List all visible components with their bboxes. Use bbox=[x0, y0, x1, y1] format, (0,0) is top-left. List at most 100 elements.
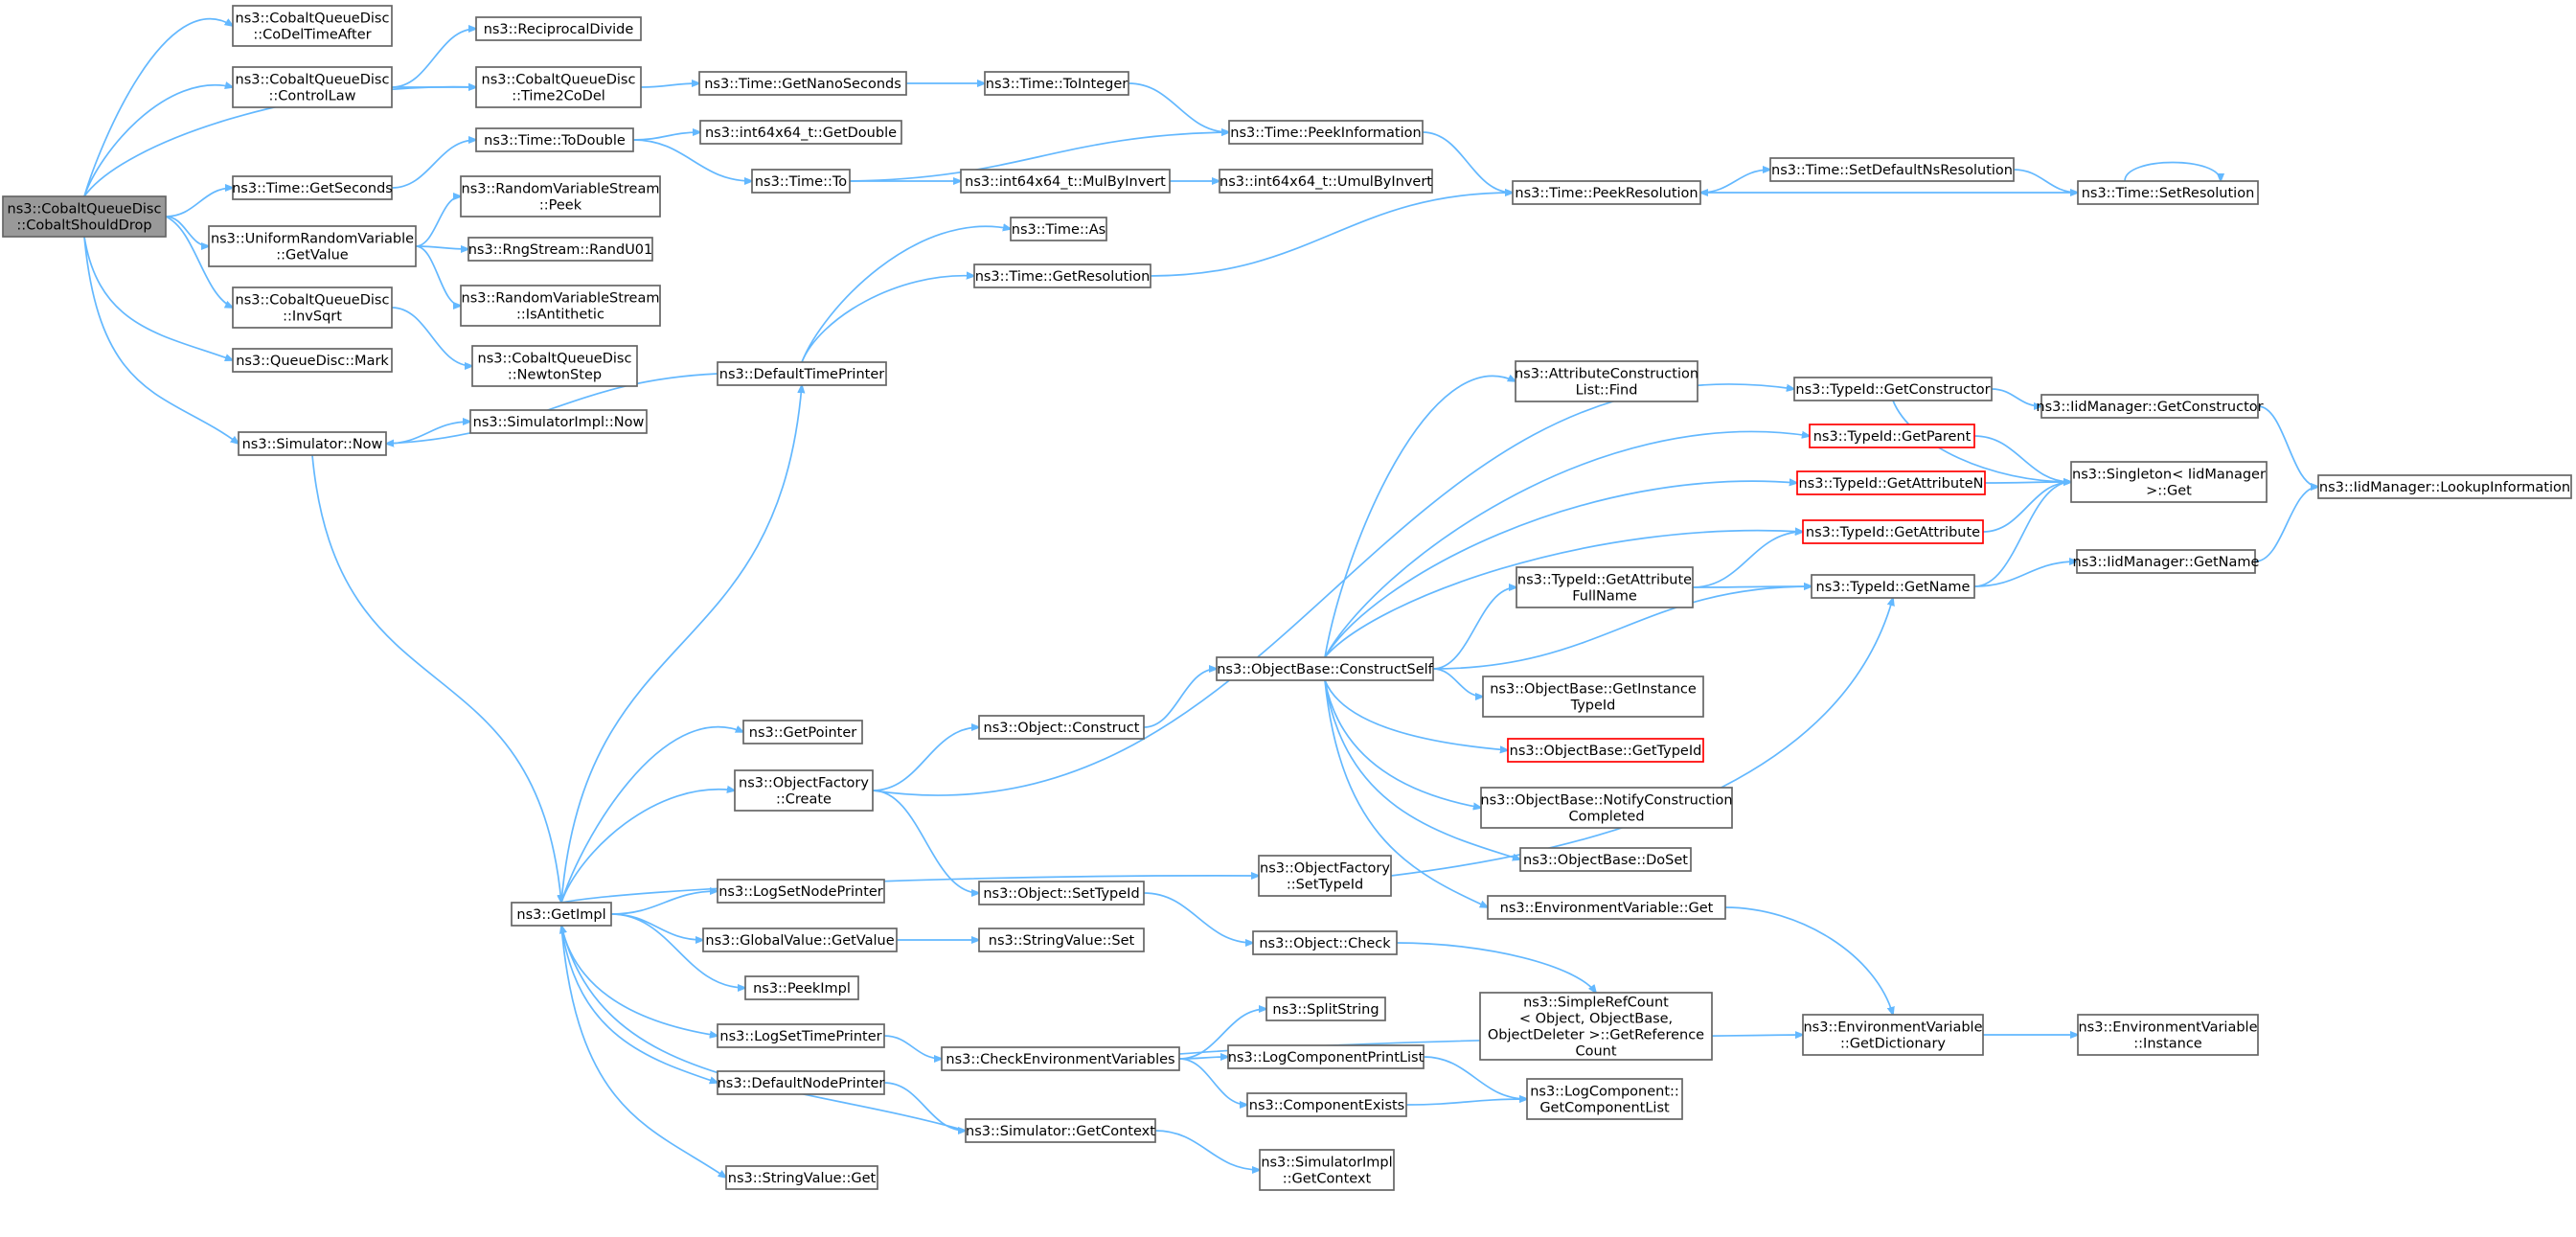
node-compexists[interactable]: ns3::ComponentExists bbox=[1246, 1092, 1407, 1117]
node-box[interactable] bbox=[1227, 1044, 1425, 1069]
node-box[interactable] bbox=[1265, 996, 1386, 1021]
node-controllaw[interactable]: ns3::CobaltQueueDisc::ControlLaw bbox=[232, 66, 393, 108]
node-objconstruct[interactable]: ns3::Object::Construct bbox=[978, 715, 1145, 740]
node-obdoset[interactable]: ns3::ObjectBase::DoSet bbox=[1519, 847, 1692, 872]
node-box[interactable] bbox=[232, 66, 393, 108]
node-tidgetattr[interactable]: ns3::TypeId::GetAttribute bbox=[1802, 519, 1984, 544]
node-box[interactable] bbox=[2040, 394, 2259, 419]
node-tidgetattrn[interactable]: ns3::TypeId::GetAttributeN bbox=[1796, 470, 1986, 495]
node-box[interactable] bbox=[475, 66, 642, 108]
node-isanti[interactable]: ns3::RandomVariableStream::IsAntithetic bbox=[460, 285, 661, 327]
node-splitstring[interactable]: ns3::SplitString bbox=[1265, 996, 1386, 1021]
node-box[interactable] bbox=[698, 71, 907, 96]
node-mulbyinv[interactable]: ns3::int64x64_t::MulByInvert bbox=[960, 169, 1171, 194]
node-box[interactable] bbox=[734, 769, 874, 812]
node-box[interactable] bbox=[717, 361, 887, 386]
node-logcompprint[interactable]: ns3::LogComponentPrintList bbox=[1227, 1044, 1425, 1069]
node-objsettypeid[interactable]: ns3::Object::SetTypeId bbox=[978, 881, 1145, 905]
node-urvget[interactable]: ns3::UniformRandomVariable::GetValue bbox=[208, 225, 417, 267]
node-toint[interactable]: ns3::Time::ToInteger bbox=[984, 71, 1129, 96]
node-box[interactable] bbox=[1811, 574, 1975, 599]
node-peekinfo[interactable]: ns3::Time::PeekInformation bbox=[1228, 120, 1424, 145]
node-gvget[interactable]: ns3::GlobalValue::GetValue bbox=[702, 928, 898, 952]
node-obgettypeid[interactable]: ns3::ObjectBase::GetTypeId bbox=[1507, 738, 1704, 763]
node-getdouble[interactable]: ns3::int64x64_t::GetDouble bbox=[699, 120, 902, 145]
node-box[interactable] bbox=[1010, 217, 1107, 241]
node-box[interactable] bbox=[1219, 169, 1433, 194]
node-box[interactable] bbox=[232, 286, 393, 329]
node-getres[interactable]: ns3::Time::GetResolution bbox=[973, 263, 1151, 288]
node-codeltime[interactable]: ns3::CobaltQueueDisc::CoDelTimeAfter bbox=[232, 5, 393, 47]
node-box[interactable] bbox=[2077, 180, 2259, 205]
node-box[interactable] bbox=[725, 1165, 878, 1190]
node-getimpl[interactable]: ns3::GetImpl bbox=[511, 902, 612, 927]
node-box[interactable] bbox=[232, 175, 393, 200]
node-objcheck[interactable]: ns3::Object::Check bbox=[1252, 930, 1398, 955]
node-todouble[interactable]: ns3::Time::ToDouble bbox=[475, 127, 634, 152]
node-peekres[interactable]: ns3::Time::PeekResolution bbox=[1512, 180, 1701, 205]
node-recipdiv[interactable]: ns3::ReciprocalDivide bbox=[475, 16, 642, 41]
node-box[interactable] bbox=[744, 975, 859, 1000]
node-simnow[interactable]: ns3::Simulator::Now bbox=[238, 431, 387, 456]
node-box[interactable] bbox=[717, 1070, 885, 1095]
node-box[interactable] bbox=[1228, 120, 1424, 145]
node-box[interactable] bbox=[1480, 787, 1733, 829]
node-box[interactable] bbox=[1793, 377, 1993, 401]
node-box[interactable] bbox=[751, 169, 851, 194]
node-singleton[interactable]: ns3::Singleton< IidManager>::Get bbox=[2070, 461, 2268, 503]
node-timeas[interactable]: ns3::Time::As bbox=[1010, 217, 1107, 241]
node-box[interactable] bbox=[1809, 424, 1975, 448]
node-mark[interactable]: ns3::QueueDisc::Mark bbox=[232, 348, 393, 373]
node-peekimpl[interactable]: ns3::PeekImpl bbox=[744, 975, 859, 1000]
node-box[interactable] bbox=[978, 928, 1145, 952]
node-obnotify[interactable]: ns3::ObjectBase::NotifyConstructionCompl… bbox=[1480, 787, 1733, 829]
node-box[interactable] bbox=[232, 5, 393, 47]
node-getnano[interactable]: ns3::Time::GetNanoSeconds bbox=[698, 71, 907, 96]
node-setdefns[interactable]: ns3::Time::SetDefaultNsResolution bbox=[1769, 157, 2015, 182]
node-root[interactable]: ns3::CobaltQueueDisc::CobaltShouldDrop bbox=[2, 195, 167, 238]
node-box[interactable] bbox=[2076, 549, 2256, 574]
node-svget[interactable]: ns3::StringValue::Get bbox=[725, 1165, 878, 1190]
node-getpointer[interactable]: ns3::GetPointer bbox=[742, 720, 863, 744]
node-box[interactable] bbox=[469, 409, 648, 434]
node-rvspeek[interactable]: ns3::RandomVariableStream::Peek bbox=[460, 175, 661, 218]
node-ofsettypeid[interactable]: ns3::ObjectFactory::SetTypeId bbox=[1258, 855, 1392, 897]
node-box[interactable] bbox=[941, 1046, 1180, 1071]
node-box[interactable] bbox=[1526, 1078, 1683, 1120]
node-logsettime[interactable]: ns3::LogSetTimePrinter bbox=[717, 1023, 885, 1048]
node-iidgetconstr[interactable]: ns3::IidManager::GetConstructor bbox=[2036, 394, 2264, 419]
node-box[interactable] bbox=[699, 120, 902, 145]
node-box[interactable] bbox=[1479, 992, 1713, 1061]
node-box[interactable] bbox=[208, 225, 417, 267]
node-invsqrt[interactable]: ns3::CobaltQueueDisc::InvSqrt bbox=[232, 286, 393, 329]
node-box[interactable] bbox=[1515, 360, 1698, 402]
node-tidgetconstr[interactable]: ns3::TypeId::GetConstructor bbox=[1793, 377, 1993, 401]
node-tidgetname[interactable]: ns3::TypeId::GetName bbox=[1811, 574, 1975, 599]
node-box[interactable] bbox=[2317, 474, 2572, 499]
node-box[interactable] bbox=[1482, 676, 1704, 718]
node-box[interactable] bbox=[1802, 1014, 1984, 1056]
node-box[interactable] bbox=[1252, 930, 1398, 955]
node-box[interactable] bbox=[1516, 566, 1694, 608]
node-umulbyinv[interactable]: ns3::int64x64_t::UmulByInvert bbox=[1219, 169, 1433, 194]
node-box[interactable] bbox=[460, 285, 661, 327]
node-box[interactable] bbox=[2077, 1014, 2259, 1056]
node-envget[interactable]: ns3::EnvironmentVariable::Get bbox=[1487, 895, 1726, 920]
node-randu01[interactable]: ns3::RngStream::RandU01 bbox=[467, 237, 653, 262]
node-box[interactable] bbox=[717, 879, 885, 904]
node-box[interactable] bbox=[471, 345, 638, 387]
node-simimplctx[interactable]: ns3::SimulatorImpl::GetContext bbox=[1259, 1149, 1395, 1191]
node-box[interactable] bbox=[475, 16, 642, 41]
node-box[interactable] bbox=[467, 237, 653, 262]
node-box[interactable] bbox=[238, 431, 387, 456]
node-box[interactable] bbox=[1258, 855, 1392, 897]
node-defnodeprint[interactable]: ns3::DefaultNodePrinter bbox=[717, 1070, 885, 1095]
node-iidgetname[interactable]: ns3::IidManager::GetName bbox=[2073, 549, 2260, 574]
node-box[interactable] bbox=[960, 169, 1171, 194]
node-logcompget[interactable]: ns3::LogComponent::GetComponentList bbox=[1526, 1078, 1683, 1120]
node-box[interactable] bbox=[1507, 738, 1704, 763]
node-deftimeprint[interactable]: ns3::DefaultTimePrinter bbox=[717, 361, 887, 386]
node-setres[interactable]: ns3::Time::SetResolution bbox=[2077, 180, 2259, 205]
